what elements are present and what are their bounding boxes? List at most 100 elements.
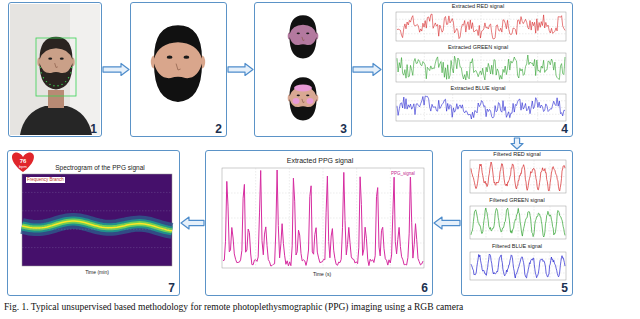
roi-face-eye	[306, 32, 309, 34]
spectrogram-ridge	[22, 221, 172, 231]
landmark-dot	[49, 84, 50, 85]
spectrogram-halo	[22, 221, 172, 231]
signal-trace	[397, 55, 565, 80]
plot-text: bpm	[19, 165, 27, 169]
plot-grid	[486, 160, 487, 193]
photo-face-eye	[48, 58, 52, 60]
cropped-face-hair	[154, 25, 202, 59]
plot-grid	[452, 12, 453, 41]
spectrogram-band	[22, 221, 172, 231]
landmark-dot	[71, 67, 72, 68]
signal-trace	[471, 254, 565, 278]
flow-arrow	[511, 138, 523, 149]
plot-text: 76	[20, 158, 27, 164]
roi-face-nose	[302, 99, 305, 103]
photo-face-beard	[40, 63, 73, 89]
step-panel: 1	[8, 2, 102, 137]
plot-grid	[470, 214, 566, 215]
landmark-dot	[65, 81, 66, 82]
plot-grid	[481, 94, 482, 121]
plot-grid	[550, 206, 551, 239]
plot-text: Frequency Branch	[26, 177, 65, 183]
plot-grid	[534, 160, 535, 193]
landmark-dot	[43, 77, 44, 78]
face-bounding-box	[36, 38, 76, 96]
step-panel: 2	[130, 2, 227, 137]
heart-icon	[12, 152, 34, 172]
plot-grid	[396, 67, 566, 68]
plot-grid	[518, 160, 519, 193]
plot-text: PPG_signal	[390, 171, 416, 177]
plot-frame	[396, 53, 566, 82]
step-number: 3	[340, 123, 347, 135]
cropped-face-eye	[167, 56, 173, 59]
plot-text: Filtered GREEN signal	[489, 198, 544, 204]
plot-frame	[396, 94, 566, 121]
roi-cheek	[307, 98, 314, 104]
plot-grid	[22, 229, 172, 230]
roi-face-eye	[297, 32, 300, 34]
plot-grid	[502, 206, 503, 239]
step-number: 6	[421, 282, 428, 294]
plot-grid	[396, 114, 566, 115]
plot-grid	[22, 210, 172, 211]
plot-grid	[537, 94, 538, 121]
flow-arrow	[228, 64, 253, 76]
plot-grid	[486, 252, 487, 280]
spectrogram-band	[22, 221, 172, 231]
signal-trace	[223, 170, 423, 266]
flow-arrow	[103, 64, 129, 76]
plot-grid	[509, 12, 510, 41]
plot-text: Filtered RED signal	[493, 152, 540, 158]
plot-grid	[470, 266, 566, 267]
signal-trace	[471, 162, 565, 191]
plot-text: Extracted GREEN signal	[448, 45, 508, 51]
landmark-dot	[39, 67, 40, 68]
step-panel: 5	[461, 150, 573, 296]
landmark-dot	[53, 85, 54, 86]
plot-grid	[470, 168, 566, 169]
landmark-dot	[68, 77, 69, 78]
roi-face-beard	[290, 37, 317, 59]
plot-text: Time (s)	[313, 272, 331, 277]
plot-text: Extracted RED signal	[452, 4, 504, 10]
step-number: 5	[561, 282, 568, 294]
step-number: 1	[90, 123, 97, 135]
cropped-face-beard	[154, 64, 202, 102]
roi-face-eye	[306, 94, 309, 96]
plot-text: Time (min)	[85, 270, 109, 275]
landmark-dot	[46, 81, 47, 82]
step-number: 2	[215, 123, 222, 135]
photo-face-nose	[55, 63, 58, 67]
step-panel: 4	[382, 2, 573, 137]
plot-frame	[396, 12, 566, 41]
signal-trace	[397, 14, 565, 39]
plot-grid	[323, 168, 324, 268]
landmark-dot	[41, 72, 42, 73]
roi-face-nose	[302, 37, 305, 41]
landmark-dot	[61, 84, 62, 85]
plot-text: Extracted PPG signal	[287, 157, 354, 164]
plot-grid	[22, 247, 172, 248]
plot-grid	[22, 192, 172, 193]
step-number: 4	[561, 123, 568, 135]
plot-text: Filtered BLUE signal	[492, 244, 542, 250]
spectrogram-ground	[22, 174, 172, 266]
plot-frame	[470, 160, 566, 193]
plot-frame	[470, 206, 566, 239]
plot-grid	[222, 218, 424, 219]
plot-grid	[424, 53, 425, 82]
plot-text: Extracted BLUE signal	[450, 86, 505, 92]
roi-face-hair	[290, 77, 317, 96]
photo-background	[10, 4, 100, 135]
signal-trace	[397, 96, 565, 119]
roi-face-hair	[290, 15, 317, 34]
flow-arrow	[353, 64, 381, 76]
landmark-dot	[70, 72, 71, 73]
landmark-dot	[57, 85, 58, 86]
plot-grid	[255, 168, 256, 268]
person-shirt	[20, 106, 92, 135]
step-number: 7	[168, 282, 175, 294]
roi-forehead	[294, 85, 312, 92]
